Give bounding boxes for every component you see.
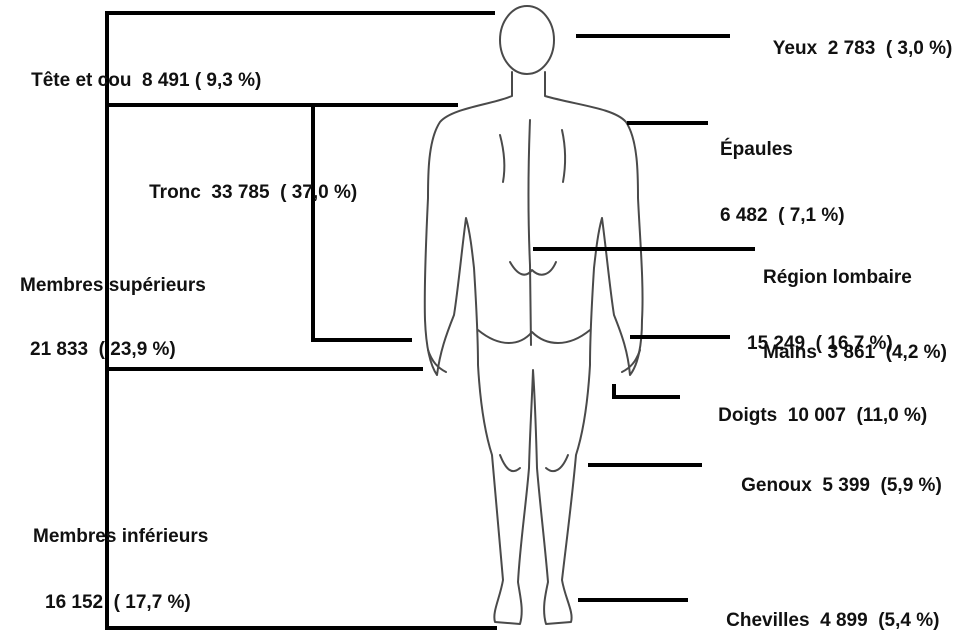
- figure-outline: [425, 72, 643, 624]
- label-ankles-name: Chevilles: [726, 610, 809, 631]
- label-upper-limbs-value: 21 833 ( 23,9 %): [30, 340, 206, 361]
- figure-head: [500, 6, 554, 74]
- label-shoulders-name: Épaules: [720, 140, 845, 161]
- figure-knee-left: [500, 455, 520, 471]
- label-shoulders-value: 6 482 ( 7,1 %): [720, 206, 845, 227]
- label-fingers-value: 10 007 (11,0 %): [788, 405, 927, 426]
- figure-scapula-left: [500, 135, 504, 182]
- label-eyes-name: Yeux: [773, 38, 817, 59]
- label-knees-name: Genoux: [741, 475, 812, 496]
- label-trunk: Tronc 33 785 ( 37,0 %): [128, 162, 357, 225]
- label-upper-limbs: Membres supérieurs 21 833 ( 23,9 %): [20, 234, 206, 403]
- label-hands-value: 3 861 (4,2 %): [828, 342, 947, 363]
- figure-scapula-right: [562, 130, 565, 182]
- label-upper-limbs-name: Membres supérieurs: [20, 276, 206, 297]
- label-lower-limbs-name: Membres inférieurs: [33, 527, 208, 548]
- label-hands: Mains 3 861 (4,2 %): [742, 322, 947, 385]
- label-knees-value: 5 399 (5,9 %): [822, 475, 941, 496]
- figure-knee-right: [546, 455, 568, 471]
- label-fingers-name: Doigts: [718, 405, 777, 426]
- human-figure: [425, 6, 643, 624]
- label-ankles-value: 4 899 (5,4 %): [820, 610, 939, 631]
- label-ankles: Chevilles 4 899 (5,4 %): [705, 590, 939, 632]
- figure-sacrum: [510, 262, 556, 275]
- figure-spine: [529, 120, 532, 345]
- label-head-neck: Tête et cou 8 491 ( 9,3 %): [10, 50, 261, 113]
- label-knees: Genoux 5 399 (5,9 %): [720, 455, 942, 518]
- label-hands-name: Mains: [763, 342, 817, 363]
- label-head-neck-value: 8 491 ( 9,3 %): [142, 70, 261, 91]
- label-lower-limbs: Membres inférieurs 16 152 ( 17,7 %): [33, 485, 208, 632]
- figure-buttocks: [478, 330, 590, 343]
- label-eyes-value: 2 783 ( 3,0 %): [828, 38, 953, 59]
- label-lower-back-name: Région lombaire: [763, 268, 912, 289]
- label-trunk-name: Tronc: [149, 182, 201, 203]
- label-lower-limbs-value: 16 152 ( 17,7 %): [45, 593, 208, 614]
- label-head-neck-name: Tête et cou: [31, 70, 131, 91]
- label-eyes: Yeux 2 783 ( 3,0 %): [752, 18, 952, 81]
- label-trunk-value: 33 785 ( 37,0 %): [211, 182, 357, 203]
- label-fingers: Doigts 10 007 (11,0 %): [697, 385, 927, 448]
